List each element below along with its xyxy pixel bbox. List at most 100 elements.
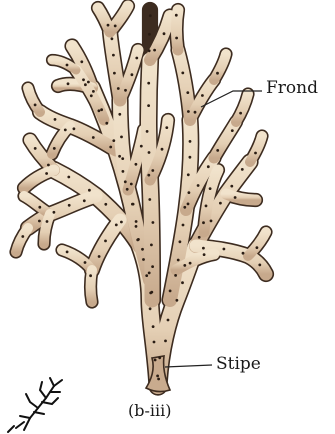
spot	[130, 183, 133, 186]
spot	[201, 94, 204, 97]
spot	[254, 152, 257, 155]
spot	[137, 238, 140, 241]
spot	[187, 203, 190, 206]
spot	[183, 264, 186, 267]
spot	[177, 259, 180, 262]
spot	[189, 262, 192, 265]
spot	[46, 220, 49, 223]
spot	[181, 72, 184, 75]
spot	[147, 174, 150, 177]
spot	[87, 81, 90, 84]
spot	[47, 164, 50, 167]
spot	[148, 198, 151, 201]
spot	[163, 32, 166, 35]
spot	[182, 224, 185, 227]
spot	[53, 147, 56, 150]
spot	[148, 33, 151, 36]
spot	[156, 375, 159, 378]
spot	[174, 274, 177, 277]
spot	[209, 187, 212, 190]
spot	[151, 169, 154, 172]
spot	[175, 37, 178, 40]
spot	[203, 253, 206, 256]
spot	[161, 148, 164, 151]
spot	[147, 82, 150, 85]
spot	[68, 204, 71, 207]
spot	[83, 199, 86, 202]
spot	[186, 91, 189, 94]
spot	[120, 136, 123, 139]
spot	[38, 206, 41, 209]
spot	[113, 72, 116, 75]
spot	[219, 202, 222, 205]
spot	[111, 37, 114, 40]
spot	[210, 220, 213, 223]
spot	[135, 220, 138, 223]
spot	[73, 127, 76, 130]
thallus	[16, 6, 266, 386]
spot	[152, 221, 155, 224]
spot	[117, 87, 120, 90]
spot	[234, 196, 237, 199]
spot	[112, 54, 115, 57]
spot	[121, 157, 124, 160]
branch	[226, 194, 256, 200]
spot	[207, 165, 210, 168]
spot	[158, 356, 161, 359]
stipe-leader-line	[165, 365, 212, 367]
spot	[175, 14, 178, 17]
branch	[214, 54, 226, 80]
spot	[152, 325, 155, 328]
spot	[84, 83, 87, 86]
spot	[149, 14, 152, 17]
spot	[176, 299, 179, 302]
spot	[34, 147, 37, 150]
spot	[88, 189, 91, 192]
spot	[165, 126, 168, 129]
spot	[66, 64, 69, 67]
spot	[131, 73, 134, 76]
spot	[67, 82, 70, 85]
spot	[187, 173, 190, 176]
spot	[38, 220, 41, 223]
spot	[150, 291, 153, 294]
spot	[242, 252, 245, 255]
spot	[216, 149, 219, 152]
spot	[151, 265, 154, 268]
spot	[223, 248, 226, 251]
spot	[181, 281, 184, 284]
spot	[148, 272, 151, 275]
spot	[104, 240, 107, 243]
frond-label: Frond	[266, 80, 318, 97]
spot	[164, 340, 167, 343]
spot	[179, 240, 182, 243]
spot	[146, 130, 149, 133]
spot	[188, 191, 191, 194]
spot	[107, 24, 110, 27]
spot	[145, 274, 148, 277]
spot	[231, 129, 234, 132]
spot	[205, 205, 208, 208]
spot	[230, 185, 233, 188]
spot	[135, 57, 138, 60]
figure-caption: (b-iii)	[128, 403, 171, 419]
spot	[118, 113, 121, 116]
spot	[115, 224, 118, 227]
spot	[66, 251, 69, 254]
spot	[256, 246, 259, 249]
spot	[147, 104, 150, 107]
branch	[250, 136, 262, 162]
spot	[104, 203, 107, 206]
branch	[44, 214, 50, 244]
spot	[135, 225, 138, 228]
branch	[236, 94, 248, 122]
spot	[157, 378, 160, 381]
spot	[98, 109, 101, 112]
spot	[239, 112, 242, 115]
spot	[197, 184, 200, 187]
spot	[148, 151, 151, 154]
spot	[34, 104, 37, 107]
spot	[140, 145, 143, 148]
spot	[126, 188, 129, 191]
